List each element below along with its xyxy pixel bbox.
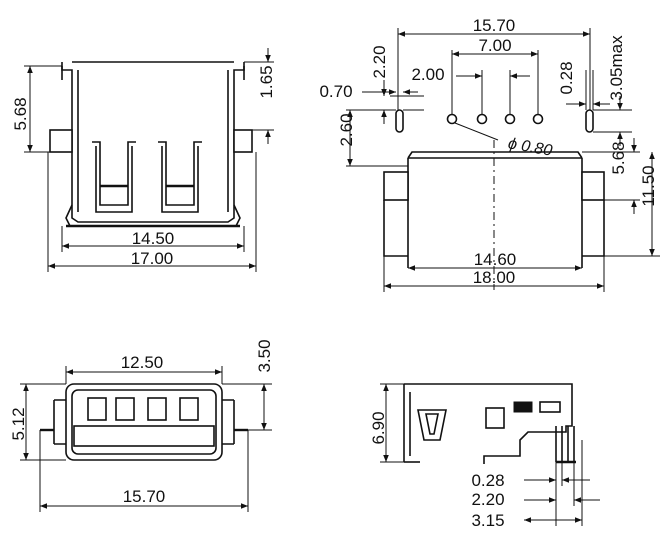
dim-315-side: 3.15 [471,511,504,530]
dim-305max: 3.05max [607,35,626,101]
pcb-hole-3 [504,113,516,125]
dim-700: 7.00 [478,36,511,55]
dim-070: 0.70 [319,82,352,101]
dim-568-right: 5.68 [609,141,628,174]
dim-1570-top: 15.70 [473,16,516,35]
dim-200-pitch: 2.00 [411,65,444,84]
view-front-top-left: 5.68 1.65 14.50 17.00 [11,48,276,272]
dim-1800: 18.00 [473,268,516,287]
pcb-hole-4 [532,113,544,125]
dim-1700: 17.00 [131,249,174,268]
dim-028-top: 0.28 [557,61,576,94]
dim-568: 5.68 [11,97,30,130]
dim-1150: 11.50 [639,165,658,206]
dim-350: 3.50 [255,339,274,372]
view-pcb-footprint-top-right: 15.70 7.00 2.00 2.20 0.70 2.60 [319,16,660,292]
dim-1250: 12.50 [121,353,164,372]
dim-1570-bottom: 15.70 [123,487,166,506]
pcb-hole-1 [446,113,458,125]
view-side-bottom-right: 6.90 0.28 2.20 3.15 [369,383,600,530]
dim-512: 5.12 [9,407,28,440]
dim-028-side: 0.28 [471,471,504,490]
dim-hole-dia-080: ϕ 0.80 [507,135,554,159]
pcb-hole-2 [476,113,488,125]
dim-260: 2.60 [337,113,356,146]
dim-690: 6.90 [369,411,388,444]
dim-1460: 14.60 [474,250,517,269]
dim-220-side: 2.20 [471,490,504,509]
view-end-bottom-left: 12.50 3.50 5.12 15.70 [9,339,274,512]
pcb-slot-right [585,109,594,133]
dim-1450: 14.50 [132,229,175,248]
dim-220-top: 2.20 [370,45,389,78]
pcb-slot-left [395,109,404,133]
dim-165: 1.65 [257,65,276,98]
